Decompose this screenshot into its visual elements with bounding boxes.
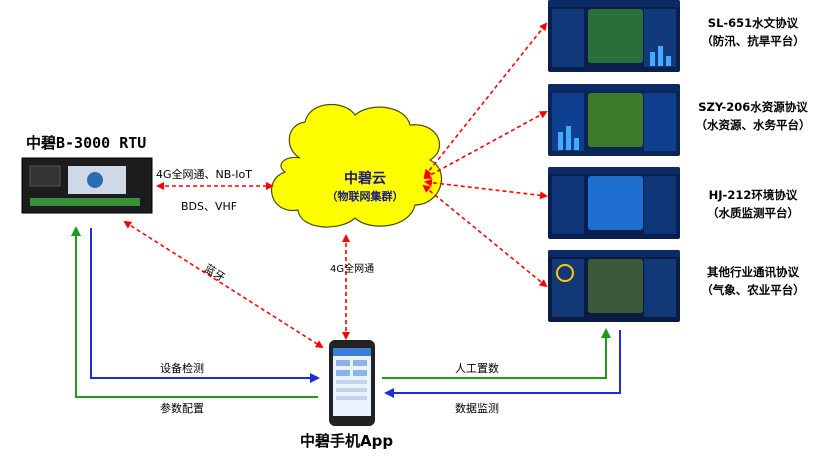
- manual-data-label: 人工置数: [455, 362, 499, 375]
- cloud-platform4-link: [422, 184, 548, 288]
- platform-other-protocol: 其他行业通讯协议: [707, 265, 799, 279]
- device-check-arrow: [90, 228, 320, 383]
- app-cloud-label: 4G全网通: [330, 264, 375, 275]
- platform-hydrology-label: SL-651水文协议 （防汛、抗旱平台）: [678, 14, 828, 50]
- cloud-platform2-link: [423, 111, 548, 179]
- platform-screen-environment: [548, 167, 680, 239]
- data-monitor-label: 数据监测: [455, 402, 499, 415]
- param-config-label: 参数配置: [160, 402, 204, 415]
- param-config-arrow: [71, 226, 318, 398]
- data-monitor-arrow: [384, 330, 621, 398]
- platform-hydrology-protocol: SL-651水文协议: [707, 16, 799, 30]
- platform-environment-label: HJ-212环境协议 （水质监测平台）: [678, 186, 828, 222]
- cloud-subtitle: （物联网集群）: [326, 190, 404, 203]
- platform-other-label: 其他行业通讯协议 （气象、农业平台）: [678, 263, 828, 299]
- rtu-device: [21, 157, 153, 214]
- platform-screen-water-resource: [548, 84, 680, 156]
- platform-screen-hydrology: [548, 0, 680, 72]
- device-check-label: 设备检测: [160, 362, 204, 375]
- platform-water-resource-scope: （水资源、水务平台）: [695, 118, 811, 132]
- platform-screen-other: [548, 250, 680, 322]
- platform-hydrology-scope: （防汛、抗旱平台）: [701, 34, 805, 48]
- cloud-title: 中碧云: [344, 171, 386, 187]
- rtu-cloud-label-top: 4G全网通、NB-IoT: [156, 168, 252, 181]
- platform-water-resource-protocol: SZY-206水资源协议: [698, 100, 808, 114]
- rtu-cloud-label-bottom: BDS、VHF: [181, 200, 238, 213]
- cloud-platform1-link: [423, 22, 548, 178]
- manual-data-arrow: [382, 328, 611, 379]
- cloud-shape: [270, 103, 443, 228]
- platform-environment-scope: （水质监测平台）: [707, 206, 799, 220]
- rtu-title: 中碧B-3000 RTU: [26, 134, 147, 152]
- cloud-platform3-link: [424, 178, 548, 200]
- bluetooth-link: [123, 220, 324, 349]
- platform-environment-protocol: HJ-212环境协议: [708, 188, 798, 202]
- platform-other-scope: （气象、农业平台）: [701, 283, 805, 297]
- app-title: 中碧手机App: [300, 432, 394, 450]
- platform-water-resource-label: SZY-206水资源协议 （水资源、水务平台）: [678, 98, 828, 134]
- mobile-phone: [329, 340, 375, 426]
